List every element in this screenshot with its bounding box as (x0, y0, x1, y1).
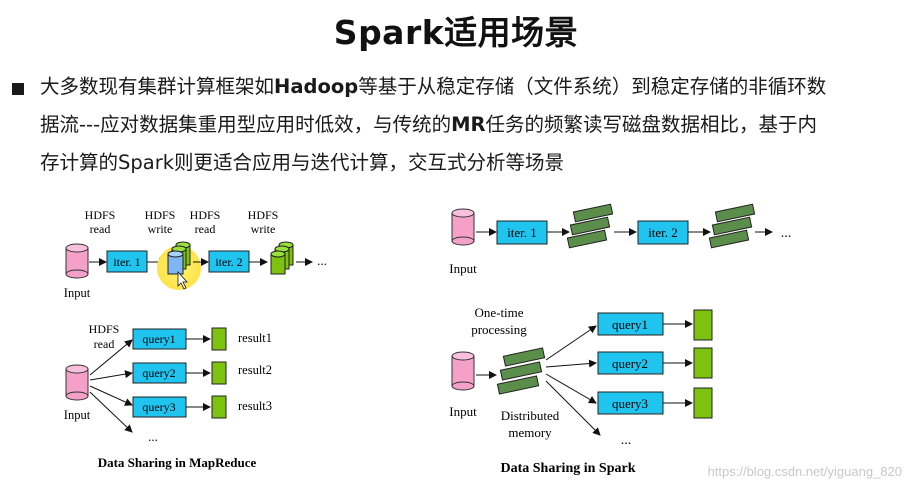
result-label: result3 (238, 399, 272, 413)
bullet-text-mr: MR (451, 113, 486, 136)
mr-read-label: read (94, 337, 115, 351)
bullet-text-l3: 存计算的Spark则更适合应用与迭代计算，交互式分析等场景 (40, 151, 565, 174)
result-box (211, 327, 227, 351)
spark-caption: Data Sharing in Spark (501, 461, 636, 476)
disk-stack-icon (270, 241, 294, 275)
ellipsis: ... (317, 253, 327, 268)
result-box (211, 395, 227, 419)
memory-stick-icon (708, 203, 756, 249)
query-label: query1 (612, 317, 648, 332)
iter-label: iter. 1 (113, 255, 140, 269)
mr-input-label: Input (64, 286, 91, 300)
ellipsis: ... (148, 429, 158, 444)
bullet-square-icon (12, 83, 24, 95)
mapreduce-diagram: HDFS read HDFS write HDFS read HDFS writ… (64, 208, 327, 470)
memory-stick-icon (496, 347, 546, 395)
bullet-text: 大多数现有集群计算框架如Hadoop等基于从稳定存储（文件系统）到稳定存储的非循… (40, 68, 900, 182)
iter-label: iter. 1 (507, 225, 537, 240)
result-box (693, 387, 713, 419)
mr-hdfs-label: HDFS (89, 322, 120, 336)
iter-label: iter. 2 (648, 225, 678, 240)
memory-label: memory (508, 425, 552, 440)
onetime-label: One-time (474, 305, 523, 320)
result-label: result2 (238, 363, 272, 377)
mr-write-label: write (148, 222, 173, 236)
processing-label: processing (471, 322, 527, 337)
distributed-label: Distributed (501, 408, 560, 423)
query-label: query2 (142, 366, 175, 380)
bullet-text-l2: 据流---应对数据集重用型应用时低效，与传统的 (40, 113, 452, 136)
result-box (693, 347, 713, 379)
slide-title: Spark适用场景 (333, 13, 579, 52)
query-label: query2 (612, 356, 648, 371)
mr-hdfs-label: HDFS (248, 208, 279, 222)
input-disk-icon (65, 243, 89, 279)
input-disk-icon (451, 351, 475, 391)
mr-hdfs-label: HDFS (85, 208, 116, 222)
mr-read-label: read (195, 222, 216, 236)
ellipsis: ... (781, 226, 792, 241)
result-box (211, 361, 227, 385)
bullet-text-l1: 大多数现有集群计算框架如 (40, 75, 275, 98)
mr-hdfs-label: HDFS (190, 208, 221, 222)
bullet-text-l2-end: 任务的频繁读写磁盘数据相比，基于内 (485, 113, 818, 136)
iter-label: iter. 2 (215, 255, 242, 269)
result-label: result1 (238, 331, 272, 345)
watermark: https://blog.csdn.net/yiguang_820 (707, 464, 902, 479)
bullet-text-l1-end: 等基于从稳定存储（文件系统）到稳定存储的非循环数 (358, 75, 827, 98)
spark-diagram: Input iter. 1 iter. 2 ... One-time proce… (449, 203, 792, 476)
ellipsis: ... (621, 433, 632, 448)
mouse-cursor-icon (177, 270, 188, 290)
query-label: query3 (142, 400, 175, 414)
mr-write-label: write (251, 222, 276, 236)
mr-input-label: Input (64, 408, 91, 422)
input-disk-icon (451, 208, 475, 246)
mr-hdfs-label: HDFS (145, 208, 176, 222)
spark-input-label: Input (449, 404, 477, 419)
mapreduce-caption: Data Sharing in MapReduce (98, 455, 257, 470)
result-box (693, 309, 713, 341)
query-label: query1 (142, 332, 175, 346)
memory-stick-icon (566, 203, 614, 249)
spark-input-label: Input (449, 261, 477, 276)
mr-read-label: read (90, 222, 111, 236)
input-disk-icon (65, 364, 89, 401)
query-label: query3 (612, 396, 648, 411)
disk-stack-icon (167, 241, 191, 275)
bullet-text-hadoop: Hadoop (274, 75, 359, 98)
